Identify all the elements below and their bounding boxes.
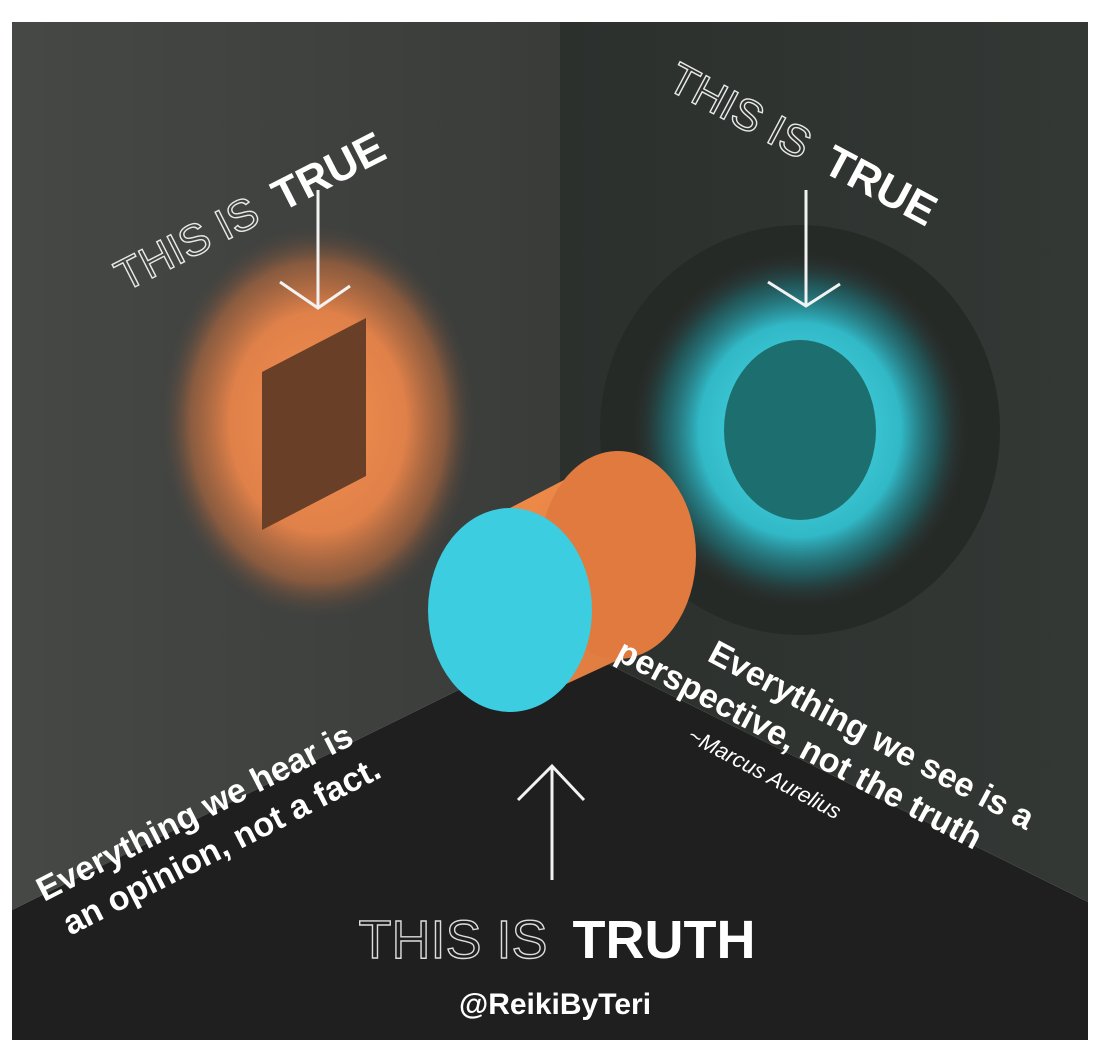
floor-label-bold: TRUTH xyxy=(573,910,756,970)
floor-label-prefix: THIS IS xyxy=(358,910,547,970)
credit-handle: @ReikiByTeri xyxy=(459,988,651,1021)
teal-shadow-circle xyxy=(724,340,876,520)
floor-label: THIS IS TRUTH xyxy=(358,910,755,970)
